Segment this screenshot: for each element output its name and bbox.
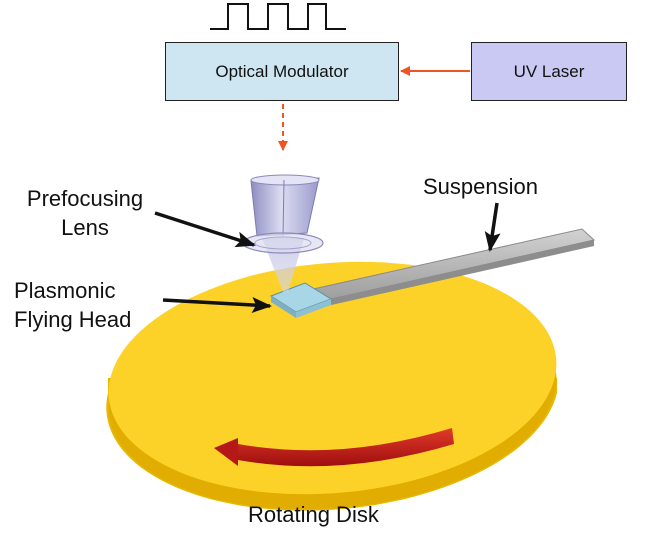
plasmonic-flying-head-label: Plasmonic Flying Head (14, 276, 131, 334)
rotating-disk-label: Rotating Disk (248, 502, 379, 527)
lens-pointer-arrow (154, 211, 256, 248)
suspension-pointer-arrow (484, 202, 501, 252)
optical-modulator-box: Optical Modulator (165, 42, 399, 101)
prefocusing-lens (242, 174, 324, 292)
optical-modulator-label: Optical Modulator (215, 61, 349, 81)
flying-head (269, 282, 333, 318)
rotation-arrow (214, 428, 454, 467)
plasmonic-flying-head-label-line1: Plasmonic (14, 278, 116, 303)
prefocusing-lens-label-line2: Lens (61, 215, 109, 240)
head-pointer-arrow (162, 297, 272, 313)
prefocusing-lens-label-line1: Prefocusing (26, 186, 144, 211)
uv-laser-box: UV Laser (471, 42, 627, 101)
suspension-label: Suspension (423, 174, 538, 199)
square-wave-signal (210, 3, 346, 30)
plasmonic-flying-head-label-line2: Flying Head (14, 307, 132, 332)
prefocusing-lens-label: Prefocusing Lens (10, 184, 160, 242)
uv-laser-label: UV Laser (513, 61, 585, 81)
